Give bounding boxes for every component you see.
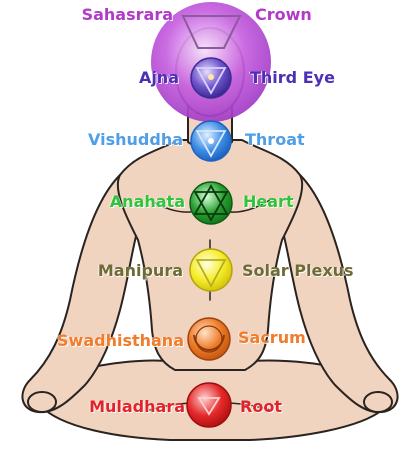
- right-hand: [364, 392, 392, 412]
- label-vishuddha: Vishuddha: [88, 131, 183, 149]
- label-ajna: Ajna: [139, 69, 179, 87]
- label-muladhara: Muladhara: [89, 398, 185, 416]
- label-sahasrara: Sahasrara: [82, 6, 173, 24]
- label-swadhisthana: Swadhisthana: [57, 332, 184, 350]
- label-throat: Throat: [245, 131, 305, 149]
- label-heart: Heart: [243, 193, 294, 211]
- chakra-manipura: [190, 249, 232, 291]
- chakra-swadhisthana: [188, 318, 230, 360]
- label-anahata: Anahata: [110, 193, 185, 211]
- label-manipura: Manipura: [98, 262, 183, 280]
- label-solar-plexus: Solar Plexus: [242, 262, 354, 280]
- label-third-eye: Third Eye: [250, 69, 335, 87]
- chakra-vishuddha: [191, 121, 231, 161]
- label-root: Root: [240, 398, 282, 416]
- label-crown: Crown: [255, 6, 312, 24]
- left-hand: [28, 392, 56, 412]
- chakra-anahata: [190, 182, 232, 224]
- chakra-muladhara: [187, 383, 231, 427]
- label-sacrum: Sacrum: [238, 329, 306, 347]
- chakra-ajna: [191, 58, 231, 98]
